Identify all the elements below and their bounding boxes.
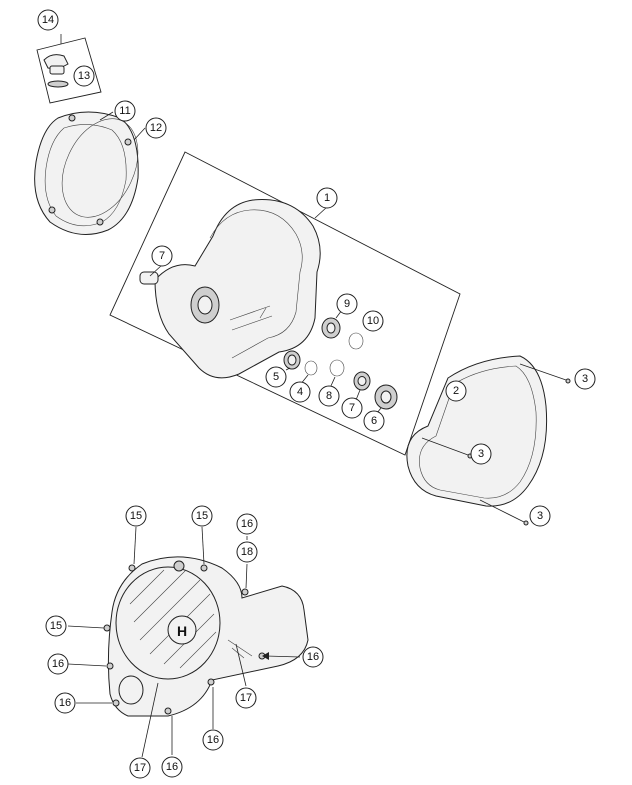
callout-5: 5 <box>265 366 287 388</box>
svg-text:10: 10 <box>367 315 379 327</box>
svg-text:17: 17 <box>134 762 146 774</box>
svg-text:1: 1 <box>324 192 330 204</box>
callout-13: 13 <box>73 65 95 87</box>
callout-7-top: 7 <box>151 245 173 267</box>
svg-text:16: 16 <box>59 697 71 709</box>
svg-text:16: 16 <box>52 658 64 670</box>
svg-text:8: 8 <box>326 390 332 402</box>
svg-text:3: 3 <box>582 373 588 385</box>
svg-text:2: 2 <box>453 385 459 397</box>
callout-16-side-lower: 16 <box>54 692 76 714</box>
callout-10: 10 <box>362 310 384 332</box>
callout-15-left: 15 <box>125 505 147 527</box>
callouts: 14 13 11 12 1 7 9 10 5 4 8 7 6 2 3 3 3 1… <box>37 9 596 779</box>
callout-18: 18 <box>236 541 258 563</box>
svg-text:6: 6 <box>371 415 377 427</box>
assembled-clutch-cover: H <box>67 526 309 758</box>
callout-15-right: 15 <box>191 505 213 527</box>
callout-9: 9 <box>336 293 358 315</box>
callout-8: 8 <box>318 385 340 407</box>
callout-7-bottom: 7 <box>341 397 363 419</box>
callout-17-right: 17 <box>235 687 257 709</box>
svg-text:7: 7 <box>349 402 355 414</box>
svg-text:15: 15 <box>50 620 62 632</box>
svg-text:16: 16 <box>241 518 253 530</box>
callout-3-middle: 3 <box>470 443 492 465</box>
callout-6: 6 <box>363 410 385 432</box>
svg-text:11: 11 <box>119 105 130 117</box>
callout-12: 12 <box>145 117 167 139</box>
callout-1: 1 <box>316 187 338 209</box>
callout-16-bottom-middle: 16 <box>202 729 224 751</box>
callout-3-bottom: 3 <box>529 505 551 527</box>
svg-text:4: 4 <box>297 386 303 398</box>
svg-text:3: 3 <box>478 448 484 460</box>
callout-17-bottom: 17 <box>129 757 151 779</box>
svg-text:17: 17 <box>240 692 252 704</box>
svg-text:12: 12 <box>150 122 162 134</box>
logo-letter: H <box>177 623 187 639</box>
outer-clutch-cover-group <box>34 111 146 235</box>
clutch-cover-box <box>109 151 461 456</box>
svg-text:15: 15 <box>196 510 208 522</box>
svg-text:14: 14 <box>42 14 54 26</box>
callout-3-top: 3 <box>574 368 596 390</box>
callout-15-side: 15 <box>45 615 67 637</box>
callout-16-right: 16 <box>302 646 324 668</box>
svg-text:15: 15 <box>130 510 142 522</box>
svg-text:16: 16 <box>166 761 178 773</box>
callout-16-top: 16 <box>236 513 258 535</box>
callout-14: 14 <box>37 9 59 31</box>
filler-plug-group <box>36 34 102 104</box>
svg-text:3: 3 <box>537 510 543 522</box>
callout-2: 2 <box>445 380 467 402</box>
svg-text:16: 16 <box>307 651 319 663</box>
callout-16-bottom: 16 <box>161 756 183 778</box>
cover-gasket <box>406 355 571 526</box>
callout-11: 11 <box>114 100 136 122</box>
callout-4: 4 <box>289 381 311 403</box>
svg-text:9: 9 <box>344 298 350 310</box>
svg-text:7: 7 <box>159 250 165 262</box>
svg-text:18: 18 <box>241 546 253 558</box>
svg-text:16: 16 <box>207 734 219 746</box>
callout-16-side-upper: 16 <box>47 653 69 675</box>
svg-text:13: 13 <box>78 70 90 82</box>
svg-text:5: 5 <box>273 371 279 383</box>
